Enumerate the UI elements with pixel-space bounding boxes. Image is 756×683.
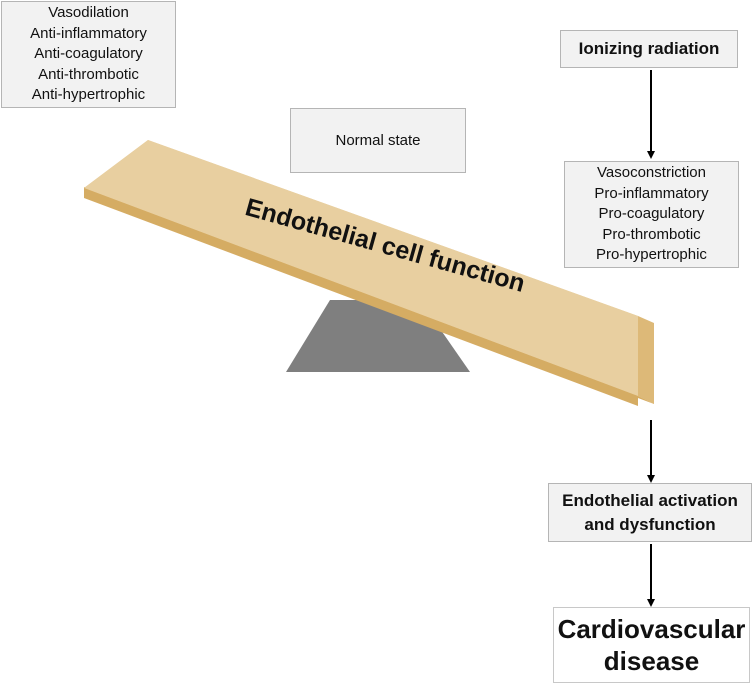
effect-vasodilation: Vasodilation xyxy=(48,4,129,22)
effect-pro-hypertrophic: Pro-hypertrophic xyxy=(596,246,707,264)
effect-anti-thrombotic: Anti-thrombotic xyxy=(38,65,139,83)
beam-bottom-edge xyxy=(84,188,654,404)
pro-effects-box: Vasoconstriction Pro-inflammatory Pro-co… xyxy=(564,161,739,268)
ionizing-radiation-label: Ionizing radiation xyxy=(578,39,720,58)
normal-state-label: Normal state xyxy=(335,132,421,149)
disease-line-1: Cardiovascular xyxy=(557,614,746,644)
beam-top xyxy=(84,140,638,396)
effect-pro-coagulatory: Pro-coagulatory xyxy=(598,205,705,223)
normal-state-box: Normal state xyxy=(290,108,466,173)
effect-vasoconstriction: Vasoconstriction xyxy=(597,164,706,182)
effect-anti-hypertrophic: Anti-hypertrophic xyxy=(31,86,146,104)
disease-line-2: disease xyxy=(603,646,700,676)
anti-effects-box: Vasodilation Anti-inflammatory Anti-coag… xyxy=(1,1,176,108)
effect-pro-inflammatory: Pro-inflammatory xyxy=(594,184,709,202)
ionizing-radiation-box: Ionizing radiation xyxy=(560,30,738,68)
dysfunction-line-1: Endothelial activation xyxy=(562,490,738,510)
effect-pro-thrombotic: Pro-thrombotic xyxy=(602,225,701,243)
effect-anti-coagulatory: Anti-coagulatory xyxy=(34,45,143,63)
endothelial-dysfunction-box: Endothelial activation and dysfunction xyxy=(548,483,752,542)
cardiovascular-disease-box: Cardiovascular disease xyxy=(553,607,750,683)
effect-anti-inflammatory: Anti-inflammatory xyxy=(30,24,147,42)
dysfunction-line-2: and dysfunction xyxy=(584,514,716,534)
beam-right-side xyxy=(638,316,654,404)
